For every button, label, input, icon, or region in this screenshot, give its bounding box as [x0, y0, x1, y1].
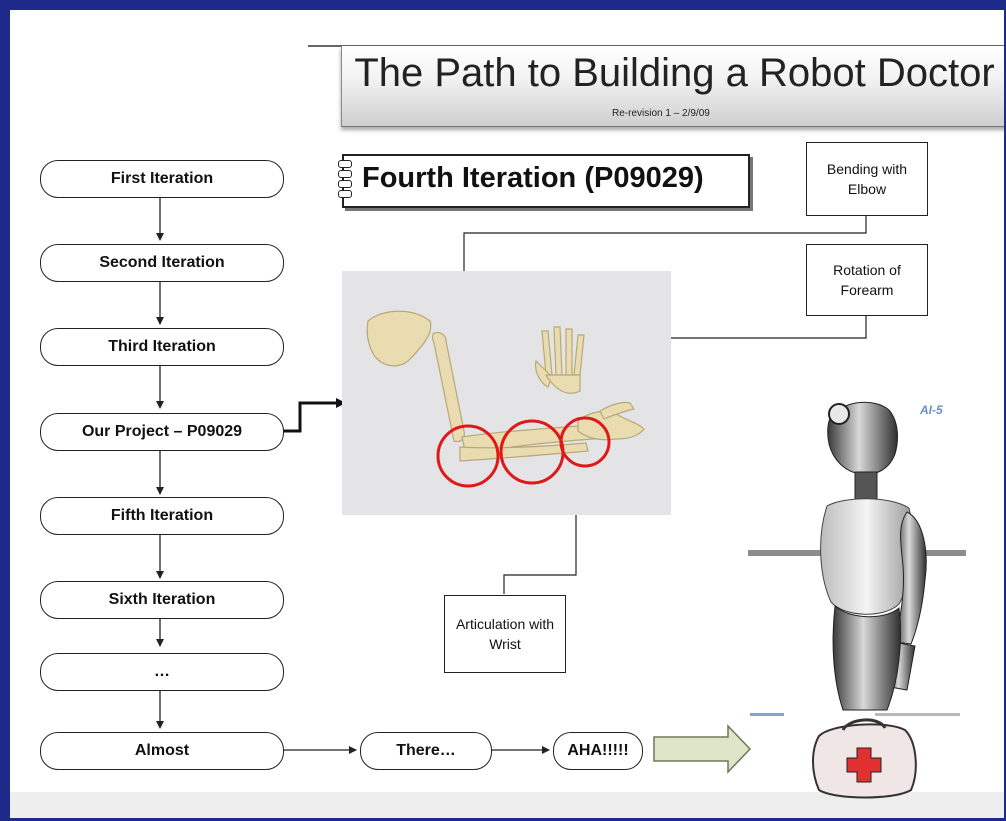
title-box: The Path to Building a Robot Doctor Re-r… — [341, 46, 1004, 127]
wrist-connector — [503, 467, 580, 594]
robot-doctor-illustration — [735, 380, 975, 805]
tail-step-aha: AHA!!!!! — [553, 732, 643, 770]
binder-ring — [338, 190, 352, 198]
robot-logo: AI-5 — [920, 403, 943, 417]
scapula-bone — [366, 310, 432, 367]
flow-step-sixth: Sixth Iteration — [40, 581, 284, 619]
block-arrow — [653, 724, 752, 774]
project-to-photo-arrowhead — [336, 398, 346, 408]
diagram-lines — [156, 45, 1004, 774]
robot-fineprint-left — [750, 713, 784, 716]
medkit-cross — [846, 747, 882, 783]
robot-abdomen — [832, 604, 901, 711]
binder-ring — [338, 180, 352, 188]
slide-subtitle: Re-revision 1 – 2/9/09 — [612, 108, 710, 119]
flow-step-almost: Almost — [40, 732, 284, 770]
flow-arrows — [156, 196, 550, 754]
elbow-highlight-circle — [436, 424, 500, 488]
thumb-bone — [535, 359, 553, 388]
flow-step-ellipsis: … — [40, 653, 284, 691]
robot-fineprint-right — [875, 713, 960, 716]
callout-elbow: Bending with Elbow — [806, 142, 928, 216]
robot-chest — [820, 498, 914, 615]
carpal-bones — [544, 374, 581, 394]
finger-bone — [553, 326, 563, 376]
flow-step-our-project: Our Project – P09029 — [40, 413, 284, 451]
heading: Fourth Iteration (P09029) — [362, 162, 704, 194]
project-to-photo-connector — [282, 401, 338, 433]
flow-step-second: Second Iteration — [40, 244, 284, 282]
heading-box: Fourth Iteration (P09029) — [338, 154, 750, 208]
wrist-highlight-circle — [559, 416, 611, 468]
medkit-handle — [841, 718, 887, 731]
hand-bones — [599, 401, 635, 420]
humerus-bone — [431, 331, 465, 443]
binder-ring — [338, 170, 352, 178]
finger-bone — [573, 334, 585, 376]
flow-step-first: First Iteration — [40, 160, 284, 198]
slide-title: The Path to Building a Robot Doctor — [354, 51, 995, 95]
arm-skeleton-photo — [342, 271, 671, 515]
tail-step-there: There… — [360, 732, 492, 770]
callout-wrist: Articulation with Wrist — [444, 595, 566, 673]
callout-forearm: Rotation of Forearm — [806, 244, 928, 316]
finger-bone — [565, 328, 573, 376]
flow-step-third: Third Iteration — [40, 328, 284, 366]
flow-step-fifth: Fifth Iteration — [40, 497, 284, 535]
robot-neck — [854, 471, 878, 501]
slide: The Path to Building a Robot Doctor Re-r… — [10, 10, 1004, 818]
robot-arm — [894, 511, 927, 645]
head-mirror — [828, 403, 850, 425]
binder-ring — [338, 160, 352, 168]
